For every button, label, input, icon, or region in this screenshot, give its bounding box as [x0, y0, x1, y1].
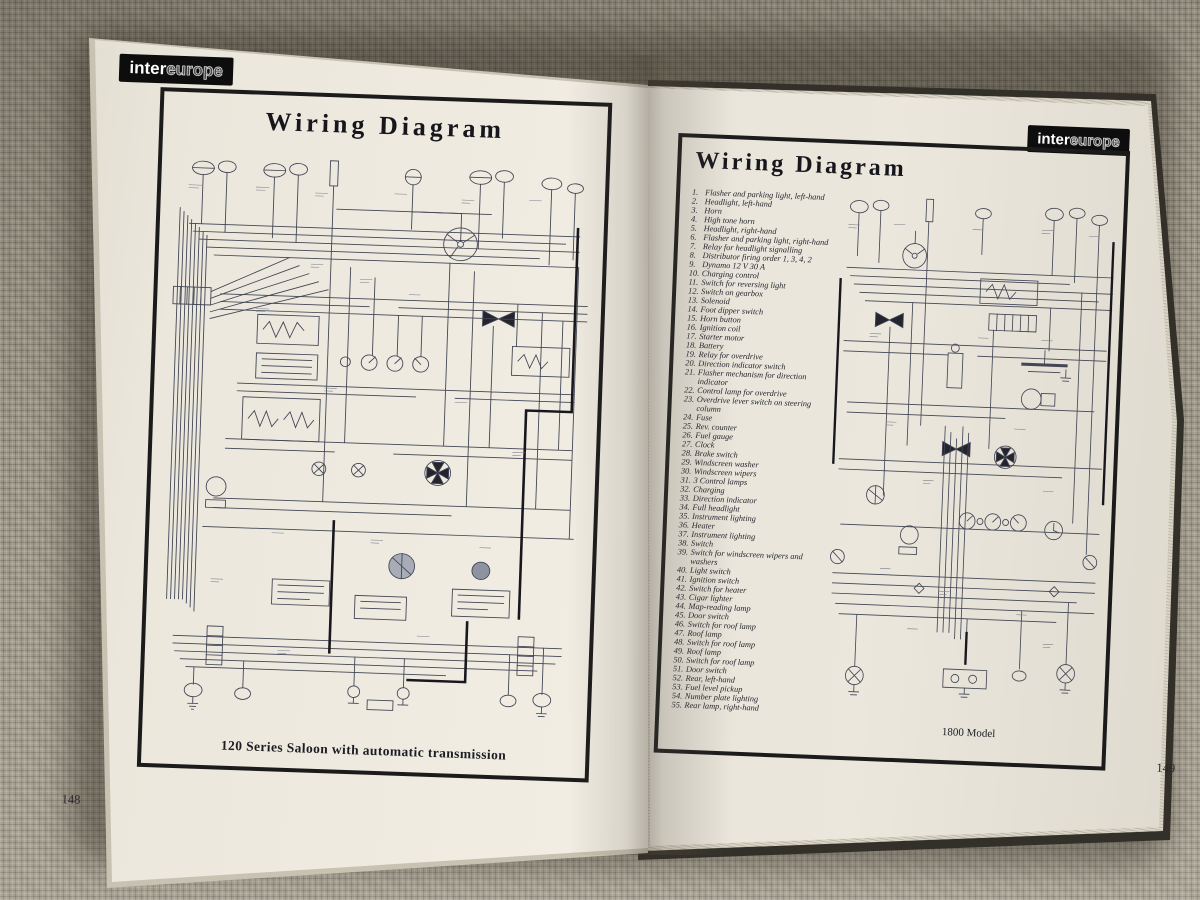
flasher-relay-symbol — [874, 311, 971, 458]
earth-symbols — [848, 682, 1071, 698]
page-number-149: 149 — [1156, 760, 1176, 776]
label-marks — [188, 184, 542, 654]
fanned-wires — [209, 257, 329, 320]
heater-fan-symbol — [993, 445, 1017, 469]
page-number-148: 148 — [61, 792, 81, 807]
ignition-switch-symbol — [866, 485, 885, 505]
top-bus-wires — [189, 222, 581, 269]
heater-fan-symbol — [424, 459, 452, 486]
bulb-symbols — [311, 461, 366, 478]
lamp-icons-top — [192, 160, 584, 266]
logo-text-europe: europe — [1069, 131, 1121, 151]
door-switch-symbols — [830, 548, 1098, 571]
fuse-box-symbol — [988, 313, 1038, 333]
cigar-lighter-symbol — [471, 561, 491, 580]
mid-wire-mesh — [838, 276, 1107, 640]
starter-motor-symbol — [1020, 388, 1056, 410]
wiper-motor-symbol — [898, 525, 919, 556]
left-wire-bundle — [166, 207, 208, 612]
heavy-cable — [832, 242, 1115, 665]
logo-text-inter: inter — [1036, 130, 1071, 149]
long-rear-wires — [831, 572, 1096, 670]
regulator-symbol — [979, 278, 1039, 306]
mid-wire-mesh — [202, 250, 588, 540]
bottom-bus-wires — [172, 634, 562, 677]
ignition-switch-symbol — [388, 553, 416, 580]
logo-text-inter: inter — [129, 58, 167, 79]
switch-box-symbols — [271, 578, 511, 621]
connector-diamond-symbols — [913, 582, 1060, 598]
right-page-title: Wiring Diagram — [694, 147, 908, 183]
left-diagram-frame: Wiring Diagram — [136, 87, 613, 783]
top-bus-wires — [846, 266, 1114, 312]
bottom-connector-blocks — [205, 625, 535, 677]
rear-lamp-symbols — [183, 647, 552, 711]
ignition-coil-symbol — [946, 343, 964, 389]
left-page-title: Wiring Diagram — [265, 106, 506, 145]
rear-lamp-symbols — [845, 664, 1075, 690]
right-wiring-diagram — [830, 198, 1115, 698]
lamp-icons-top — [850, 198, 1108, 291]
gauge-symbols — [339, 354, 430, 373]
connector-block-symbol — [172, 285, 212, 306]
left-diagram-caption: 120 Series Saloon with automatic transmi… — [220, 737, 507, 763]
relay-symbols — [241, 313, 571, 443]
left-wiring-diagram — [166, 160, 588, 718]
legend-list: 1.Flasher and parking light, left-hand 2… — [671, 188, 838, 715]
heavy-cable — [327, 227, 580, 684]
logo-text-europe: europe — [165, 59, 224, 81]
battery-symbol — [1021, 350, 1072, 382]
earth-symbols — [187, 696, 547, 718]
right-diagram-frame: Wiring Diagram 1.Flasher and parking lig… — [653, 132, 1131, 771]
distributor-symbol — [902, 230, 927, 269]
wiper-motor-symbol — [204, 476, 227, 509]
label-marks — [848, 224, 1100, 648]
instrument-gauge-symbols — [958, 512, 1063, 541]
distributor-symbol — [336, 208, 478, 262]
